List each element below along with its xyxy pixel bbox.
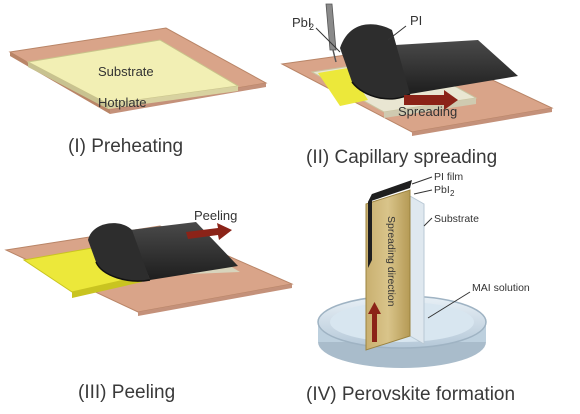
pi-film-flat	[130, 222, 238, 280]
pi-film-label: PI film	[434, 171, 463, 183]
pi-label: PI	[410, 13, 422, 28]
panel-peeling: Peeling (III) Peeling	[4, 208, 294, 403]
caption-capillary-spreading: (II) Capillary spreading	[306, 147, 497, 168]
peeling-arrow-icon	[186, 223, 232, 240]
pbi2-layer	[318, 68, 368, 106]
pi-film-curl	[340, 24, 410, 99]
substrate-side	[108, 86, 238, 109]
vertical-direction-text: Spreading direction	[385, 216, 397, 307]
pbi2-label: PbI	[434, 184, 450, 196]
substrate-label: Substrate	[434, 213, 479, 225]
glass-substrate	[409, 195, 425, 345]
pi-film	[368, 180, 412, 202]
hotplate-label: Hotplate	[98, 95, 146, 110]
caption-peeling: (III) Peeling	[78, 382, 175, 403]
caption-preheating: (I) Preheating	[68, 136, 183, 157]
substrate-left	[28, 62, 108, 109]
pbi2-subscript: 2	[450, 189, 455, 198]
mai-solution-label: MAI solution	[472, 282, 530, 294]
peeling-label: Peeling	[194, 208, 237, 223]
up-arrow-icon	[368, 302, 381, 314]
pipette-icon	[325, 3, 337, 51]
pi-film-flat	[378, 40, 518, 94]
pi-film-curl	[88, 223, 150, 282]
panel-preheating: Substrate Hotplate (I) Preheating	[8, 27, 268, 157]
substrate-label: Substrate	[98, 64, 154, 79]
caption-perovskite-formation: (IV) Perovskite formation	[306, 384, 515, 405]
substrate-side	[72, 276, 142, 298]
panel-capillary-spreading: PbI 2 PI Spreading (II) Capillary spread…	[280, 3, 554, 168]
pbi2-label: PbI	[292, 15, 312, 30]
pbi2-subscript: 2	[309, 22, 314, 32]
hotplate-front	[138, 284, 292, 316]
panel-perovskite-formation: Spreading direction PI film PbI 2 Substr…	[306, 171, 530, 405]
spreading-arrow-icon	[404, 90, 458, 110]
spreading-label: Spreading	[398, 104, 457, 119]
hotplate-front	[412, 108, 552, 136]
